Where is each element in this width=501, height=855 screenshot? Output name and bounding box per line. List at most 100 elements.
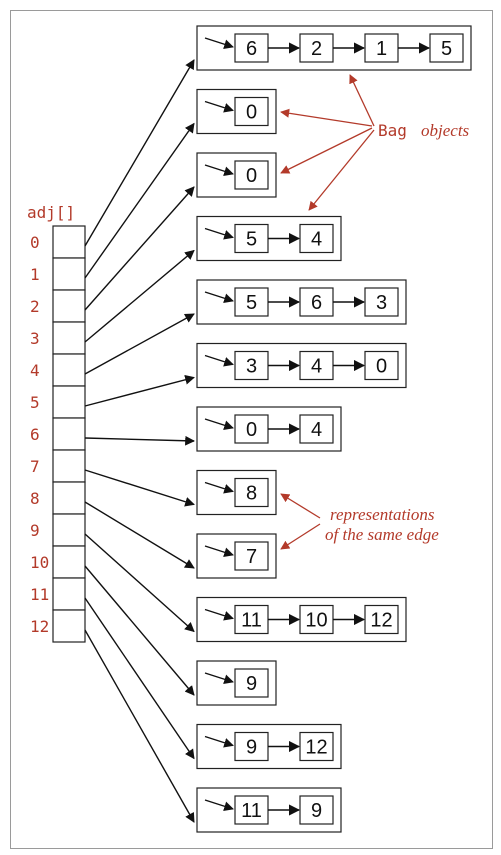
list-node-box xyxy=(299,731,334,762)
annotation-arrow-3 xyxy=(280,127,373,174)
list-node-value: 7 xyxy=(246,546,257,568)
pointer-arrows xyxy=(84,59,195,823)
list-node-box xyxy=(234,287,269,317)
list-node-box xyxy=(234,96,269,127)
bag-object: 0 xyxy=(196,88,277,135)
bag-object: 9 xyxy=(196,660,277,706)
array-to-bag-arrow xyxy=(84,469,195,507)
annotation-arrow-6 xyxy=(280,523,321,550)
list-node-value: 8 xyxy=(246,483,257,505)
array-cell xyxy=(52,417,86,451)
array-to-bag-arrow xyxy=(84,122,195,279)
array-cell xyxy=(52,577,86,611)
first-pointer-arrow xyxy=(204,799,234,811)
array-cell xyxy=(52,545,86,579)
list-node-box xyxy=(299,287,334,317)
list-node-box xyxy=(234,477,269,508)
list-node-value: 4 xyxy=(311,419,322,441)
list-node-value: 5 xyxy=(441,38,452,60)
array-index-label: 12 xyxy=(30,617,49,636)
list-node-value: 4 xyxy=(311,356,322,378)
first-pointer-arrow xyxy=(204,227,234,240)
first-pointer-arrow xyxy=(204,37,234,49)
first-pointer-arrow xyxy=(204,291,234,303)
list-node-value: 5 xyxy=(246,292,257,314)
bag-object: 7 xyxy=(196,533,277,579)
bag-object: 3 4 0 xyxy=(196,342,407,389)
array-label: adj[] xyxy=(27,203,75,222)
list-node-value: 6 xyxy=(311,292,322,314)
list-node-value: 3 xyxy=(376,292,387,314)
bag-object: 8 xyxy=(196,469,277,516)
list-node-value: 9 xyxy=(246,673,257,695)
list-node-box xyxy=(234,795,269,825)
list-node-value: 0 xyxy=(376,356,387,378)
list-node-box xyxy=(299,604,334,635)
annotation-bag-italic: objects xyxy=(421,121,470,140)
array-cell xyxy=(52,225,86,259)
list-node-box xyxy=(299,795,334,825)
list-node-value: 12 xyxy=(370,610,392,632)
list-node-value: 3 xyxy=(246,356,257,378)
array-cell xyxy=(52,449,86,483)
array-cell xyxy=(52,609,86,643)
array-cell xyxy=(52,321,86,355)
array-cell xyxy=(52,353,86,387)
list-node-value: 2 xyxy=(311,38,322,60)
array-cell xyxy=(52,385,86,419)
list-node-box xyxy=(299,223,334,254)
list-node-box xyxy=(234,33,269,63)
list-node-box xyxy=(234,541,269,571)
first-pointer-arrow xyxy=(204,608,234,621)
annotation-arrow-5 xyxy=(280,493,321,519)
first-pointer-arrow xyxy=(204,735,234,748)
list-node-value: 11 xyxy=(241,610,262,632)
first-pointer-arrow xyxy=(204,481,234,494)
array-to-bag-arrow xyxy=(84,501,195,569)
array-to-bag-arrow xyxy=(84,533,195,633)
list-node-value: 0 xyxy=(246,165,257,187)
list-node-box xyxy=(234,668,269,698)
annotation-rep-line2: of the same edge xyxy=(325,525,439,544)
first-pointer-arrow xyxy=(204,418,234,430)
array-cell xyxy=(52,257,86,291)
list-node-box xyxy=(299,33,334,63)
annotation-rep-line1: representations xyxy=(330,505,435,524)
array-to-bag-arrow xyxy=(84,186,195,311)
first-pointer-arrow xyxy=(204,545,234,557)
array-to-bag-arrow xyxy=(84,374,195,407)
list-node-value: 0 xyxy=(246,419,257,441)
list-node-box xyxy=(234,350,269,381)
array-cell xyxy=(52,513,86,547)
list-node-box xyxy=(234,604,269,635)
array-index-label: 0 xyxy=(30,233,40,252)
array-index-label: 5 xyxy=(30,393,40,412)
list-node-box xyxy=(364,287,399,317)
array-to-bag-arrow xyxy=(84,59,195,247)
bag-objects-annotation: Bag objects xyxy=(280,74,470,211)
list-node-value: 5 xyxy=(246,229,257,251)
array-index-label: 7 xyxy=(30,457,40,476)
first-pointer-arrow xyxy=(204,164,234,176)
bag-object: 11 10 12 xyxy=(196,596,407,643)
list-node-box xyxy=(364,350,399,381)
list-node-value: 12 xyxy=(305,737,327,759)
list-node-box xyxy=(234,160,269,190)
array-index-label: 10 xyxy=(30,553,49,572)
list-node-box xyxy=(364,604,399,635)
array-index-label: 11 xyxy=(30,585,49,604)
list-node-box xyxy=(429,33,464,63)
list-node-value: 0 xyxy=(246,102,257,124)
list-node-value: 10 xyxy=(305,610,327,632)
array-cell xyxy=(52,289,86,323)
array-index-label: 4 xyxy=(30,361,40,380)
list-node-value: 9 xyxy=(246,737,257,759)
array-cell xyxy=(52,481,86,515)
list-node-box xyxy=(234,731,269,762)
